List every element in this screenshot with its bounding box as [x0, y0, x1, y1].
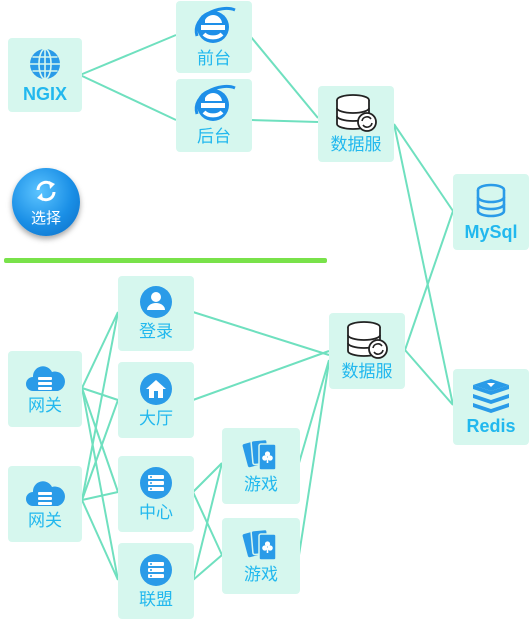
edge [192, 554, 223, 581]
edge [250, 119, 319, 123]
node-data-server-top[interactable]: 数据服 [318, 86, 394, 162]
edge [81, 387, 119, 493]
node-center[interactable]: 中心 [118, 456, 194, 532]
node-back[interactable]: 后台 [176, 79, 252, 152]
node-hall[interactable]: 大厅 [118, 362, 194, 438]
edge [81, 311, 119, 501]
edge [192, 350, 330, 401]
node-front[interactable]: 前台 [176, 1, 252, 73]
edge [192, 462, 223, 581]
playing-cards-icon [242, 438, 277, 471]
edge [81, 311, 119, 389]
node-label: 游戏 [244, 474, 278, 495]
edge [192, 462, 223, 493]
node-mysql[interactable]: MySql [453, 174, 529, 250]
edge [79, 34, 177, 76]
node-label: Redis [466, 415, 516, 436]
edge [192, 311, 330, 356]
cloud-server-icon [26, 480, 65, 506]
node-label: NGIX [22, 83, 67, 104]
edge [404, 349, 454, 406]
node-game-2[interactable]: 游戏 [222, 518, 300, 594]
node-label: 网关 [28, 510, 62, 531]
node-label: 数据服 [341, 361, 393, 382]
node-alliance[interactable]: 联盟 [118, 543, 194, 619]
home-icon [140, 372, 172, 405]
edge [298, 359, 330, 464]
server-icon [140, 553, 172, 586]
node-label: 联盟 [139, 589, 173, 610]
node-label: 网关 [28, 395, 62, 416]
node-ngix[interactable]: NGIX [8, 38, 82, 112]
server-icon [140, 466, 172, 499]
node-label: 中心 [139, 502, 173, 523]
divider-line [4, 258, 327, 263]
edge [81, 399, 119, 501]
user-icon [140, 286, 172, 318]
node-label: 登录 [139, 322, 173, 342]
edge [393, 123, 454, 406]
browser-e-icon [194, 85, 236, 121]
browser-e-icon [194, 6, 236, 43]
node-game-1[interactable]: 游戏 [222, 428, 300, 504]
playing-cards-icon [242, 528, 277, 561]
select-button[interactable]: 选择 [12, 168, 80, 236]
node-gateway-1[interactable]: 网关 [8, 351, 82, 427]
node-gateway-2[interactable]: 网关 [8, 466, 82, 542]
refresh-icon [36, 180, 56, 201]
database-sync-icon [347, 320, 388, 359]
edge [79, 74, 177, 121]
database-icon [476, 183, 506, 217]
node-login[interactable]: 登录 [118, 276, 194, 351]
edge [81, 387, 119, 401]
select-label: 选择 [30, 208, 61, 227]
edge [250, 36, 319, 119]
edge [81, 491, 119, 501]
node-redis[interactable]: Redis [453, 369, 529, 445]
node-label: 后台 [197, 127, 231, 147]
node-label: 前台 [197, 48, 231, 69]
database-sync-icon [336, 93, 377, 132]
node-label: 大厅 [139, 408, 173, 429]
globe-icon [30, 47, 60, 80]
cloud-server-icon [26, 365, 65, 391]
edge [298, 361, 330, 556]
edge [81, 499, 119, 581]
edge [81, 387, 119, 581]
edge [404, 210, 454, 351]
node-label: 游戏 [244, 564, 278, 585]
node-data-server-bottom[interactable]: 数据服 [329, 313, 405, 389]
node-label: 数据服 [330, 134, 382, 155]
redis-stack-icon [473, 378, 509, 413]
edge [393, 123, 454, 212]
node-label: MySql [464, 221, 518, 242]
